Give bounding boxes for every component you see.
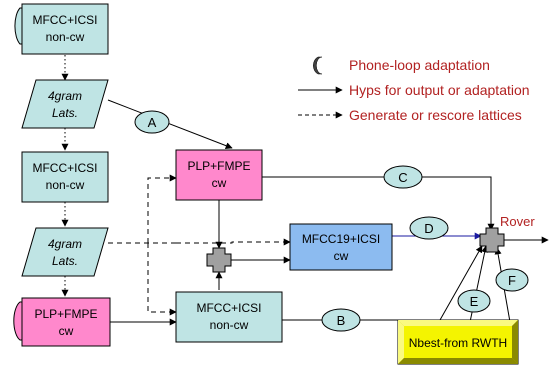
node-label: PLP+FMPE <box>187 159 250 173</box>
node-sublabel: Lats. <box>52 106 78 120</box>
edge-plp-center-to-rover <box>262 176 492 204</box>
node-plp-fmpe-bottom: PLP+FMPE cw <box>13 297 111 347</box>
legend-hyps-label: Hyps for output or adaptation <box>349 82 530 98</box>
edge-label-f: F <box>495 268 529 292</box>
node-mfcc-icsi-top: MFCC+ICSI non-cw <box>14 3 109 55</box>
legend-generate: Generate or rescore lattices <box>298 107 522 123</box>
node-nbest-rwth: Nbest-from RWTH <box>397 319 519 365</box>
edge-lats-to-mfcc19-dashed <box>176 238 291 246</box>
node-plp-fmpe-center: PLP+FMPE cw <box>175 149 263 201</box>
node-mfcc19-icsi: MFCC19+ICSI cw <box>289 223 393 271</box>
legend-hyps: Hyps for output or adaptation <box>298 82 530 98</box>
rover-label: Rover <box>500 214 535 229</box>
node-mfcc-icsi-mid: MFCC+ICSI non-cw <box>21 151 109 203</box>
svg-text:E: E <box>470 294 479 309</box>
legend-generate-label: Generate or rescore lattices <box>349 107 522 123</box>
edge-label-d: D <box>409 216 449 240</box>
svg-text:C: C <box>398 170 407 185</box>
node-label: Nbest-from RWTH <box>409 336 507 350</box>
node-lats-mid: 4gram Lats. <box>21 227 109 277</box>
svg-text:B: B <box>337 313 346 328</box>
node-label: MFCC+ICSI <box>32 161 97 175</box>
edge-label-a: A <box>134 110 170 134</box>
legend-phone-loop: Phone-loop adaptation <box>313 56 490 75</box>
node-label: 4gram <box>48 237 82 251</box>
node-label: PLP+FMPE <box>34 307 97 321</box>
edge-lats-to-mfcc-center-dashed <box>147 243 177 316</box>
node-sublabel: cw <box>212 176 227 190</box>
node-sublabel: cw <box>334 249 349 263</box>
combiner-cross <box>206 247 232 273</box>
legend-phone-loop-label: Phone-loop adaptation <box>349 57 490 73</box>
node-label: 4gram <box>48 89 82 103</box>
node-lats-top: 4gram Lats. <box>21 79 109 129</box>
node-sublabel: cw <box>59 324 74 338</box>
node-sublabel: non-cw <box>210 318 249 332</box>
node-sublabel: non-cw <box>46 178 85 192</box>
svg-text:A: A <box>148 115 157 130</box>
node-label: MFCC+ICSI <box>196 301 261 315</box>
edge-label-c: C <box>383 165 423 189</box>
svg-text:D: D <box>424 221 433 236</box>
edge-lats-to-plp-center-dashed <box>147 174 177 243</box>
node-label: MFCC19+ICSI <box>302 232 380 246</box>
legend: Phone-loop adaptation Hyps for output or… <box>298 56 530 123</box>
node-label: MFCC+ICSI <box>32 13 97 27</box>
phone-loop-icon <box>313 56 323 75</box>
node-sublabel: non-cw <box>46 30 85 44</box>
edge-label-e: E <box>457 289 491 313</box>
edge-label-b: B <box>321 308 361 332</box>
rover-cross <box>479 227 505 253</box>
node-mfcc-icsi-center: MFCC+ICSI non-cw <box>175 291 283 343</box>
edge-lats-to-plp-center <box>107 99 233 149</box>
svg-text:F: F <box>508 273 516 288</box>
node-sublabel: Lats. <box>52 254 78 268</box>
